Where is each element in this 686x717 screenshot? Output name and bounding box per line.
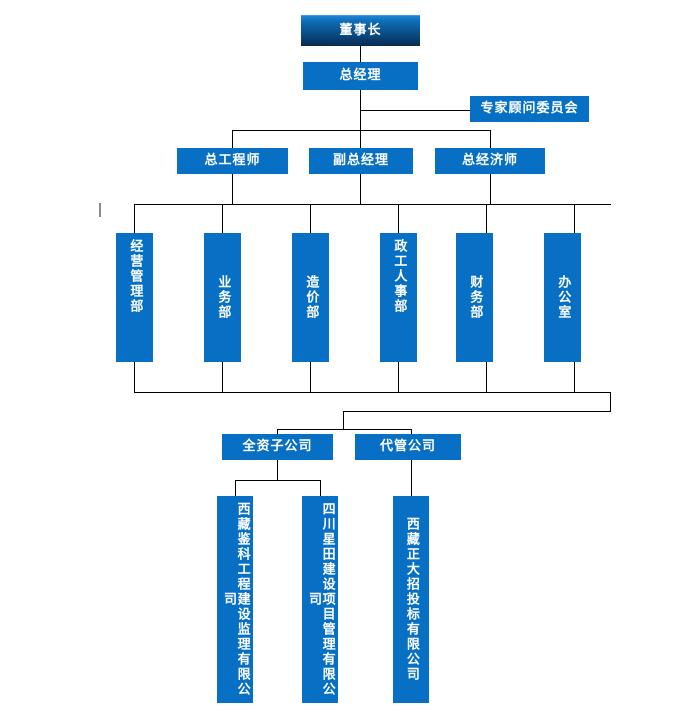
connector-drop-subsidiary-3	[411, 460, 412, 496]
connector-wholly-owned-bus	[235, 480, 320, 481]
node-wholly-owned-subsidiary-group[interactable]: 全资子公司	[222, 434, 333, 460]
connector-stem-wholly-owned	[277, 460, 278, 481]
node-subsidiary-xizang-jianke[interactable]: 西藏鉴科工程建设监理有限公司	[217, 496, 253, 703]
node-chairman[interactable]: 董事长	[301, 15, 420, 46]
node-department-cost[interactable]: 造价部	[292, 233, 329, 362]
connector-drop-dept-4	[398, 204, 399, 233]
connector-company-group-bus	[277, 429, 412, 430]
node-general-manager[interactable]: 总经理	[303, 62, 418, 90]
connector-drop-managed	[411, 429, 412, 437]
node-chief-engineer[interactable]: 总工程师	[177, 148, 288, 174]
connector-stem-dept-3	[310, 362, 311, 393]
connector-drop-dept-1	[134, 204, 135, 233]
connector-department-bus-bottom	[134, 392, 611, 393]
connector-department-bus-top	[134, 204, 611, 205]
node-subsidiary-sichuan-xingtian[interactable]: 四川星田建设项目管理有限公司	[302, 496, 338, 703]
connector-bus-to-company-riser	[610, 392, 611, 412]
connector-level3-bus	[232, 130, 491, 131]
connector-drop-deputy-gm	[360, 130, 361, 148]
stray-tick-mark	[99, 203, 101, 217]
connector-company-junction-stem	[343, 411, 344, 430]
connector-drop-wholly-owned	[277, 429, 278, 437]
connector-chairman-to-gm	[360, 46, 361, 62]
connector-stem-chief-economist	[490, 174, 491, 204]
connector-stem-dept-5	[486, 362, 487, 393]
connector-drop-dept-2	[222, 204, 223, 233]
node-expert-advisory-committee[interactable]: 专家顾问委员会	[470, 96, 589, 122]
connector-drop-dept-5	[486, 204, 487, 233]
connector-drop-chief-economist	[490, 130, 491, 148]
node-deputy-general-manager[interactable]: 副总经理	[309, 148, 413, 174]
connector-stem-dept-4	[398, 362, 399, 393]
connector-stem-chief-engineer	[232, 174, 233, 204]
node-department-finance[interactable]: 财务部	[456, 233, 493, 362]
connector-drop-subsidiary-1	[235, 480, 236, 496]
node-managed-company-group[interactable]: 代管公司	[355, 434, 461, 460]
connector-drop-chief-engineer	[232, 130, 233, 148]
node-department-political-hr[interactable]: 政工人事部	[380, 233, 417, 362]
node-department-business[interactable]: 业务部	[204, 233, 241, 362]
connector-bus-to-company-run	[343, 411, 611, 412]
node-subsidiary-xizang-zhengda[interactable]: 西藏正大招投标有限公司	[393, 496, 429, 703]
connector-stem-dept-6	[574, 362, 575, 393]
connector-drop-subsidiary-2	[320, 480, 321, 496]
node-department-office[interactable]: 办公室	[544, 233, 581, 362]
connector-stem-dept-1	[134, 362, 135, 393]
node-chief-economist[interactable]: 总经济师	[435, 148, 545, 174]
connector-drop-dept-6	[574, 204, 575, 233]
connector-drop-dept-3	[310, 204, 311, 233]
connector-stem-deputy-gm	[360, 174, 361, 204]
connector-gm-to-advisory	[360, 110, 470, 111]
connector-stem-dept-2	[222, 362, 223, 393]
node-department-business-management[interactable]: 经营管理部	[116, 233, 153, 362]
